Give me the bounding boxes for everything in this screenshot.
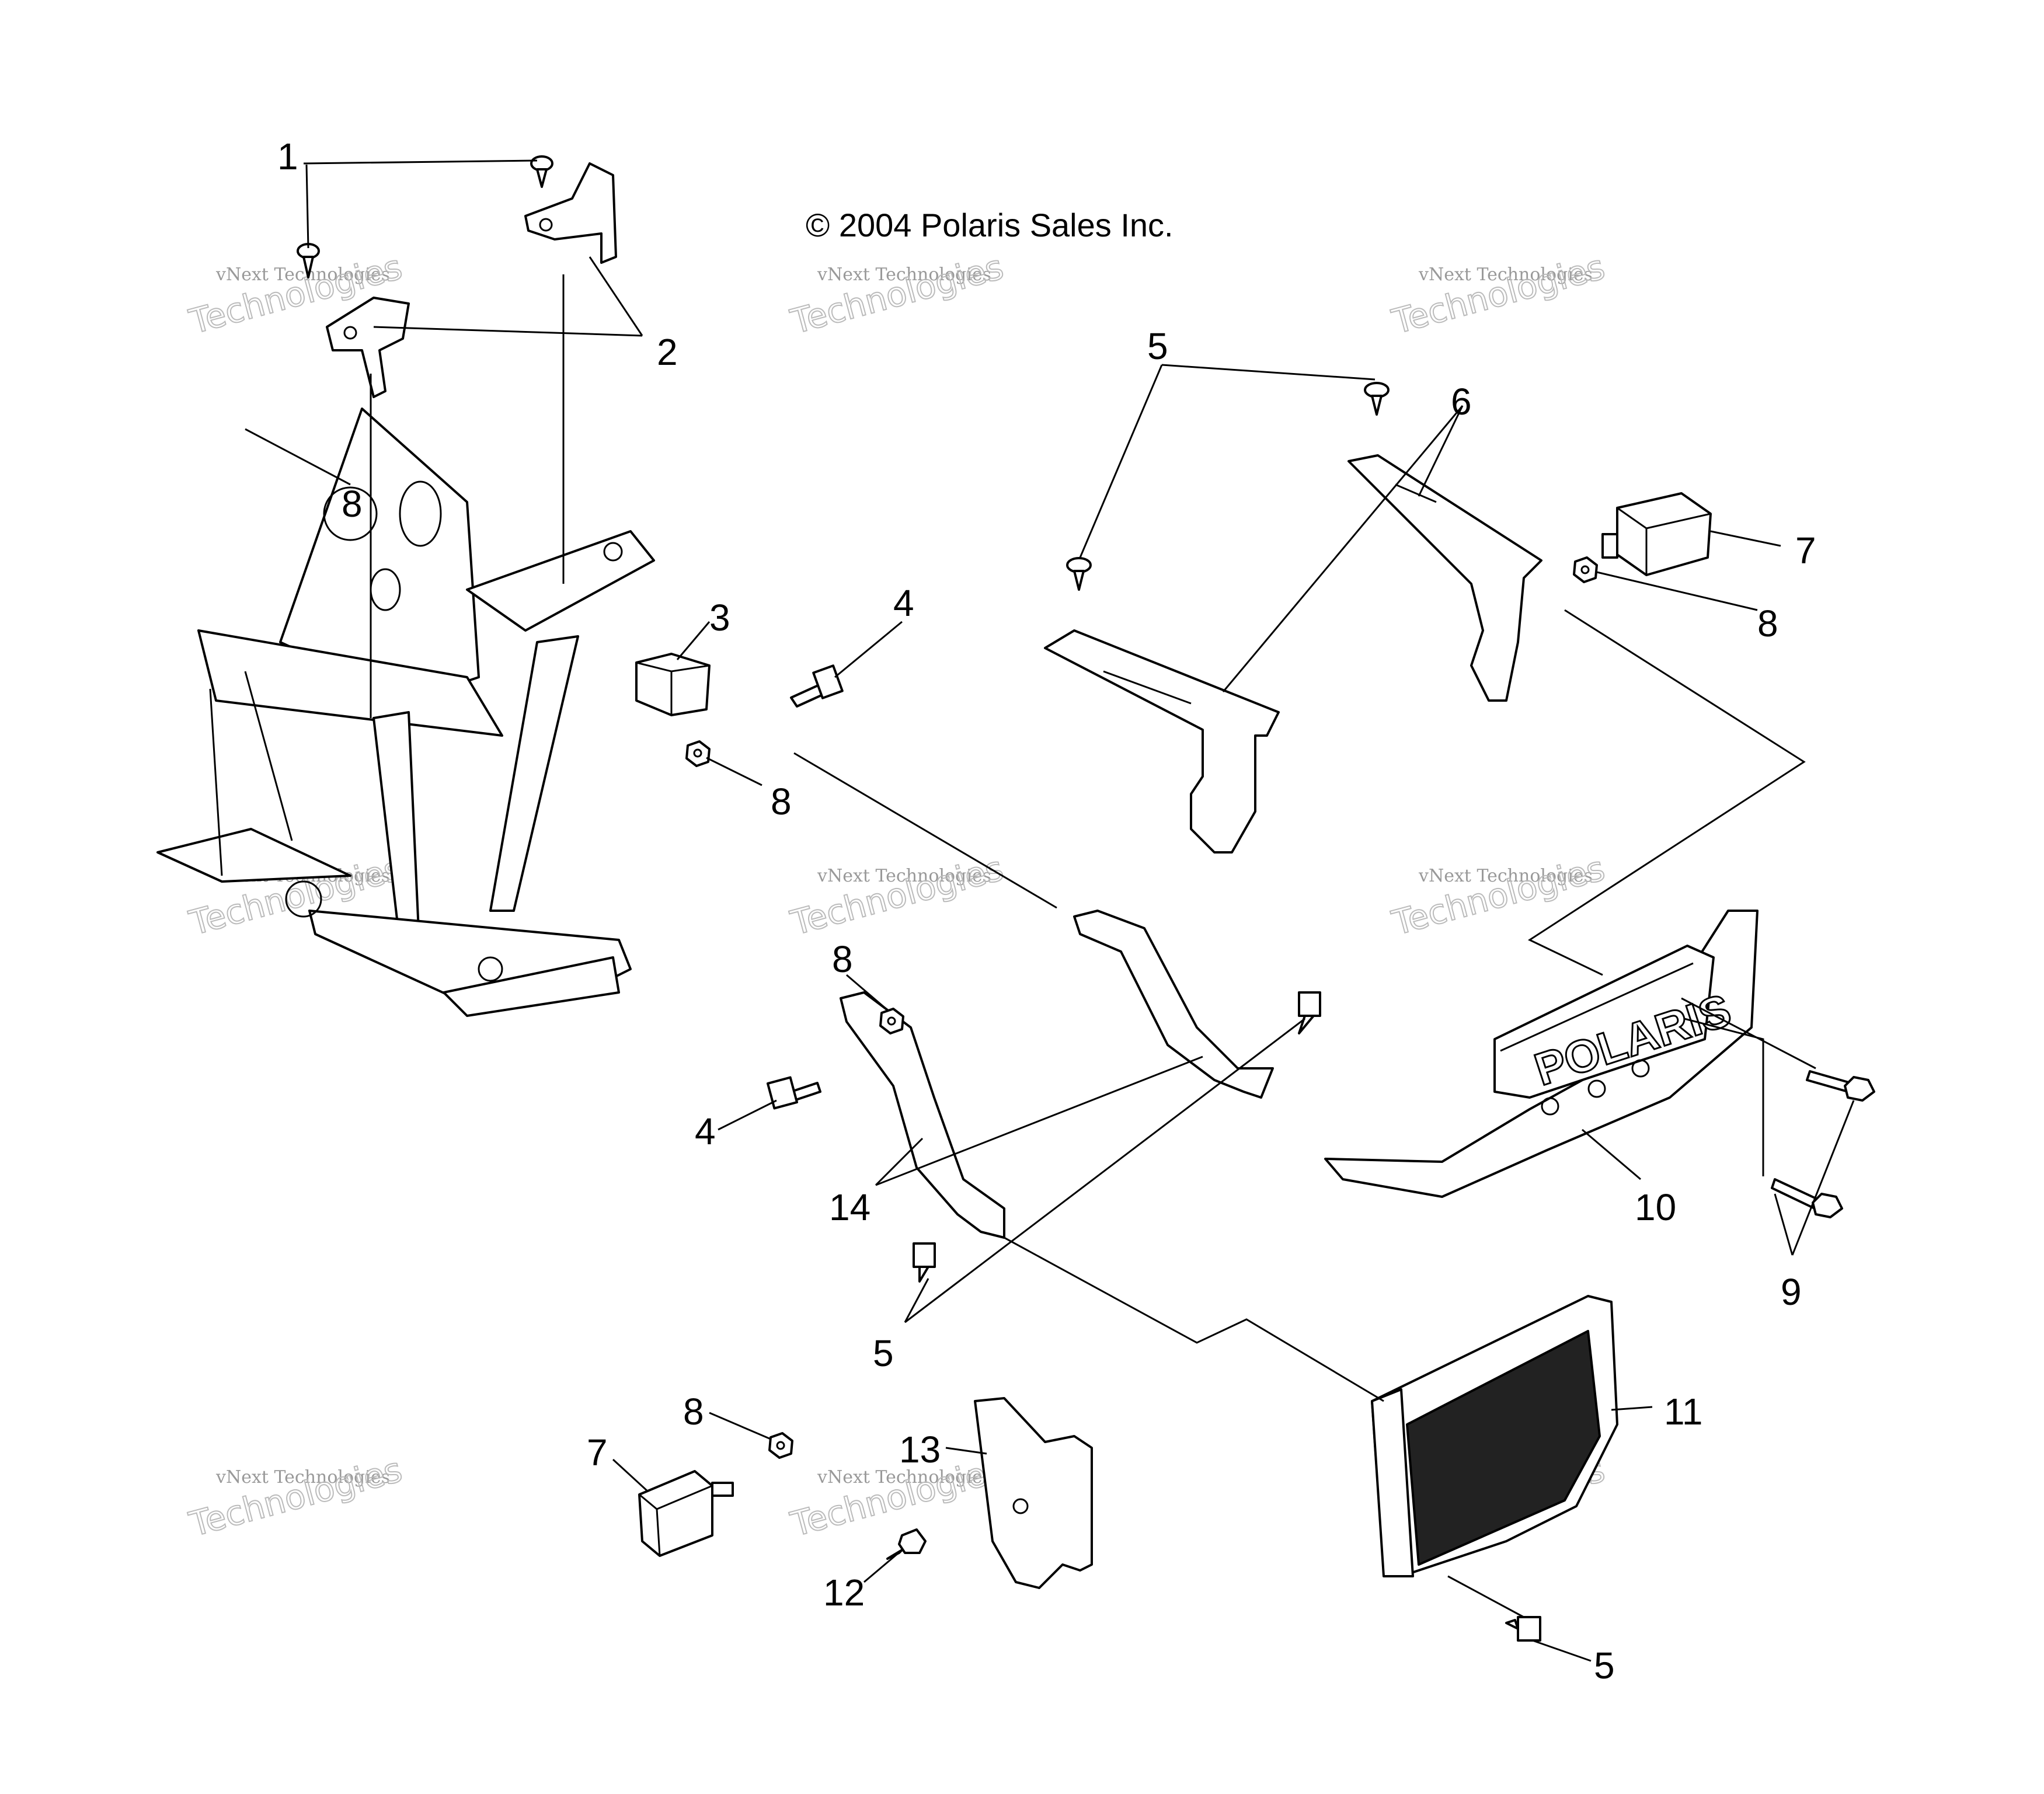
watermark: vNext Technologies Technologies: [1387, 246, 1609, 342]
light-7b: [638, 1470, 734, 1557]
callout-5: 5: [1594, 1645, 1615, 1687]
copyright-notice: © 2004 Polaris Sales Inc.: [806, 207, 1174, 243]
callout-6: 6: [1451, 381, 1472, 423]
callout-8: 8: [771, 781, 792, 823]
bolt-5e: [1505, 1616, 1541, 1642]
callout-13: 13: [899, 1429, 941, 1471]
callout-1: 1: [277, 135, 298, 177]
callout-10: 10: [1635, 1186, 1676, 1228]
callout-4: 4: [695, 1110, 716, 1152]
callout-12: 12: [823, 1572, 865, 1614]
bracket-2a: [326, 297, 410, 398]
callout-8: 8: [342, 483, 363, 525]
bracket-6b: [1347, 454, 1542, 702]
nut-8b: [1573, 556, 1598, 583]
callout-2: 2: [657, 331, 678, 373]
bracket-6a: [1044, 629, 1280, 854]
bolt-4b: [766, 1076, 821, 1110]
bolt-5b: [1364, 382, 1390, 416]
callout-5: 5: [1147, 325, 1168, 367]
callout-9: 9: [1781, 1271, 1802, 1313]
watermark: vNext Technologies Technologies: [786, 848, 1008, 943]
bolt-5c: [1298, 991, 1321, 1034]
nut-8d: [768, 1432, 793, 1459]
bracket-2b: [524, 162, 617, 264]
brace-14a: [1073, 910, 1274, 1099]
callouts: 1 2 3 4 4 5 5 5 6 7 7 8 8 8 8 8 9 10 11 …: [277, 135, 1816, 1687]
svg-text:vNext Technologies: vNext Technologies: [215, 264, 390, 285]
callout-11: 11: [1664, 1391, 1702, 1433]
svg-text:vNext Technologies: vNext Technologies: [1418, 866, 1593, 886]
svg-text:Technologies: Technologies: [786, 1450, 1007, 1544]
watermark: vNext Technologies Technologies: [184, 1449, 406, 1545]
bolt-9a: [1806, 1070, 1875, 1102]
watermark: vNext Technologies Technologies: [786, 1449, 1008, 1545]
callout-7: 7: [1795, 530, 1816, 572]
callout-8: 8: [832, 938, 853, 980]
svg-text:Technologies: Technologies: [786, 848, 1007, 943]
bolt-5d: [913, 1242, 936, 1283]
callout-7: 7: [587, 1431, 608, 1473]
svg-text:Technologies: Technologies: [786, 247, 1007, 342]
callout-14: 14: [829, 1186, 870, 1228]
callout-4: 4: [893, 582, 914, 624]
watermark: vNext Technologies Technologies: [1387, 848, 1609, 943]
screw-12: [886, 1528, 927, 1560]
bolt-5a: [1066, 557, 1092, 591]
light-7a: [1601, 492, 1712, 576]
block-3: [635, 653, 711, 716]
svg-text:Technologies: Technologies: [1388, 247, 1608, 342]
callout-3: 3: [709, 597, 730, 639]
callout-8: 8: [683, 1391, 704, 1433]
bolt-4a: [790, 664, 844, 708]
callout-5: 5: [873, 1332, 894, 1374]
svg-text:Technologies: Technologies: [1388, 848, 1608, 943]
bracket-13: [974, 1397, 1093, 1589]
radiator-guard-11: [1371, 1295, 1618, 1577]
svg-text:vNext Technologies: vNext Technologies: [817, 264, 991, 285]
svg-text:vNext Technologies: vNext Technologies: [817, 866, 991, 886]
bolt-9b: [1771, 1178, 1843, 1218]
svg-text:vNext Technologies: vNext Technologies: [215, 1467, 390, 1488]
nut-8c: [879, 1008, 904, 1034]
svg-text:Technologies: Technologies: [185, 1450, 406, 1544]
watermark: vNext Technologies Technologies: [786, 246, 1008, 342]
nut-8a: [685, 740, 711, 767]
grille-10: POLARIS: [1324, 910, 1759, 1198]
frame-assembly: [156, 407, 655, 1017]
svg-text:vNext Technologies: vNext Technologies: [1418, 264, 1593, 285]
leader-lines: [303, 159, 1855, 1662]
svg-text:vNext Technologies: vNext Technologies: [817, 1467, 991, 1488]
callout-8: 8: [1757, 602, 1778, 645]
